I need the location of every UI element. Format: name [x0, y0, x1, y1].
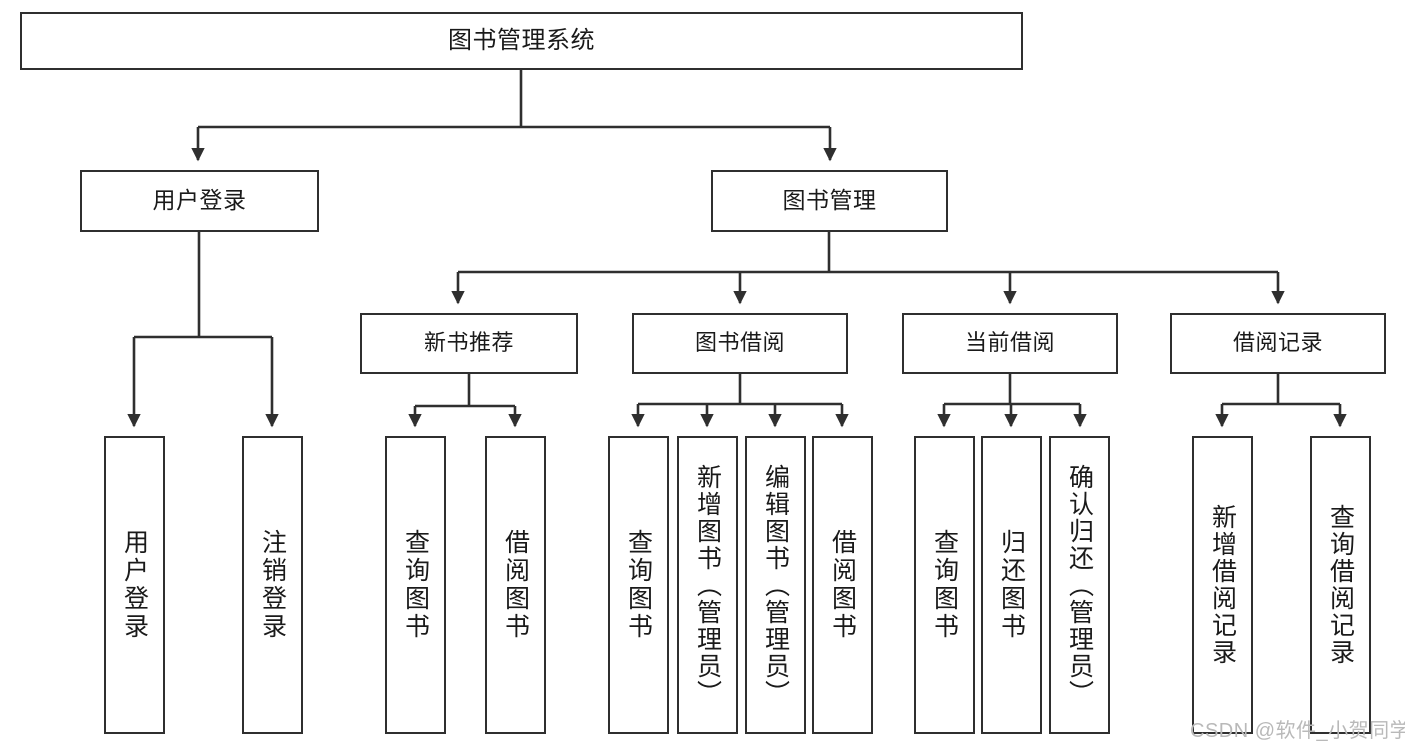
node-label: 新增图书（管理员）: [693, 463, 722, 707]
node-label: 新书推荐: [423, 330, 514, 356]
node-borrow-record[interactable]: 借阅记录: [1170, 313, 1386, 374]
node-label: 查询图书: [930, 529, 959, 641]
node-label: 查询图书: [624, 529, 653, 641]
node-label: 借阅图书: [501, 529, 530, 641]
leaf-book-borrow-borrow-book[interactable]: 借阅图书: [812, 436, 873, 734]
leaf-user-login-logout[interactable]: 注销登录: [242, 436, 303, 734]
node-book-borrow[interactable]: 图书借阅: [632, 313, 848, 374]
node-label: 用户登录: [152, 187, 247, 214]
node-label: 图书管理系统: [448, 26, 595, 54]
node-label: 查询借阅记录: [1326, 504, 1355, 666]
node-label: 借阅图书: [828, 529, 857, 641]
node-new-book-recommend[interactable]: 新书推荐: [360, 313, 578, 374]
node-user-login[interactable]: 用户登录: [80, 170, 319, 232]
leaf-new-book-borrow-book[interactable]: 借阅图书: [485, 436, 546, 734]
node-label: 图书管理: [782, 187, 877, 214]
leaf-book-borrow-query-book[interactable]: 查询图书: [608, 436, 669, 734]
leaf-book-borrow-add-book-admin[interactable]: 新增图书（管理员）: [677, 436, 738, 734]
leaf-borrow-record-query-record[interactable]: 查询借阅记录: [1310, 436, 1371, 734]
node-root-library-system[interactable]: 图书管理系统: [20, 12, 1023, 70]
node-label: 编辑图书（管理员）: [761, 463, 790, 707]
leaf-current-borrow-confirm-return-admin[interactable]: 确认归还（管理员）: [1049, 436, 1110, 734]
leaf-book-borrow-edit-book-admin[interactable]: 编辑图书（管理员）: [745, 436, 806, 734]
node-label: 确认归还（管理员）: [1065, 463, 1094, 707]
node-label: 当前借阅: [964, 330, 1055, 356]
leaf-borrow-record-add-record[interactable]: 新增借阅记录: [1192, 436, 1253, 734]
node-label: 图书借阅: [694, 330, 785, 356]
leaf-current-borrow-query-book[interactable]: 查询图书: [914, 436, 975, 734]
leaf-current-borrow-return-book[interactable]: 归还图书: [981, 436, 1042, 734]
node-label: 新增借阅记录: [1208, 504, 1237, 666]
leaf-user-login-login[interactable]: 用户登录: [104, 436, 165, 734]
node-label: 查询图书: [401, 529, 430, 641]
watermark-text: CSDN @软件_小贺同学: [1190, 720, 1405, 742]
leaf-new-book-query-book[interactable]: 查询图书: [385, 436, 446, 734]
node-label: 归还图书: [997, 529, 1026, 641]
node-current-borrow[interactable]: 当前借阅: [902, 313, 1118, 374]
node-label: 注销登录: [258, 529, 287, 641]
node-label: 用户登录: [120, 529, 149, 641]
node-book-management[interactable]: 图书管理: [711, 170, 948, 232]
node-label: 借阅记录: [1232, 330, 1323, 356]
